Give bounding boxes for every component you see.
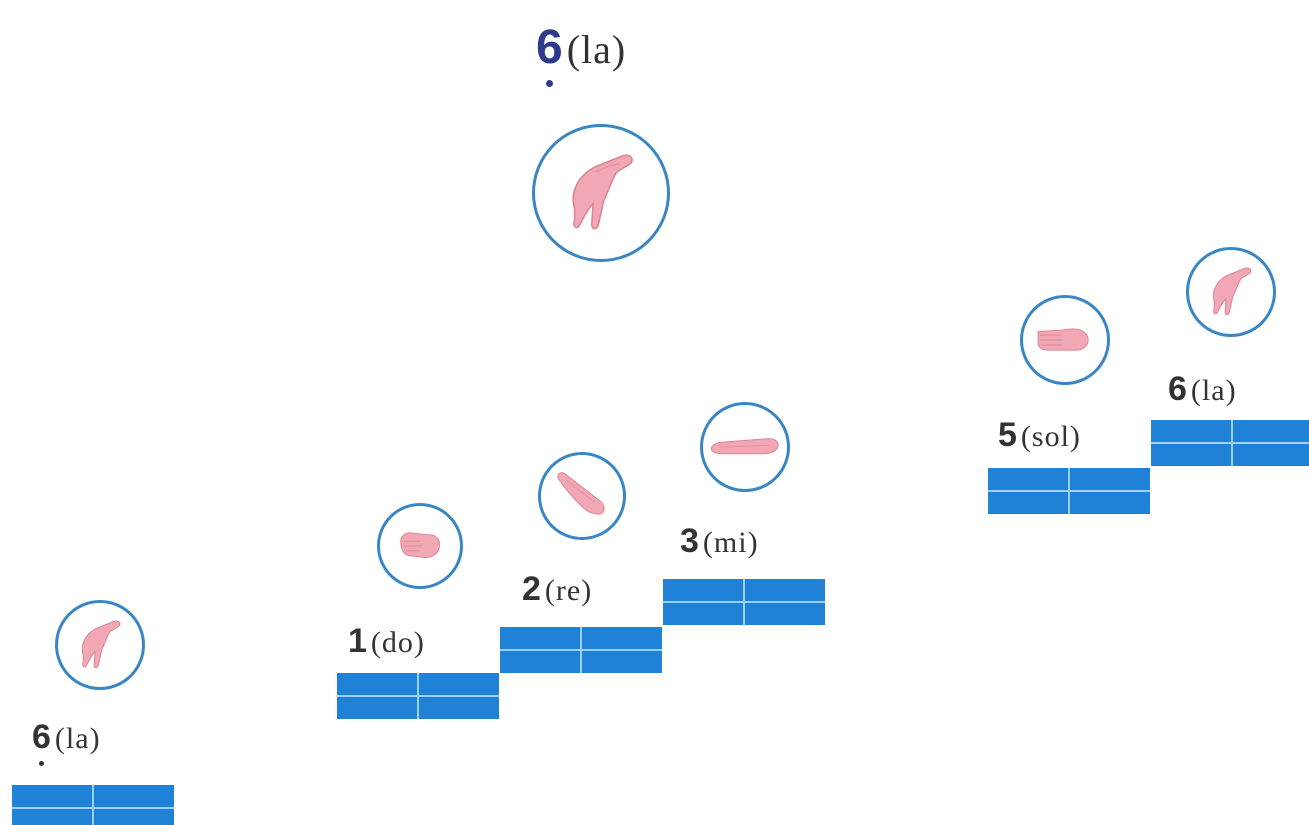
note-label-re: 2(re) [522,570,592,609]
hand-sign-mi-circle [700,402,790,492]
step-re [500,627,662,673]
step-la [1151,420,1309,466]
hand-sign-do-icon [400,532,441,559]
hand-sign-la-icon [572,154,633,230]
hand-sign-la-circle [532,124,670,262]
step-do [337,673,499,719]
note-number: 3 [680,522,699,560]
hand-sign-re-circle [538,452,626,540]
low-octave-dot [38,761,44,766]
hand-sign-la-low-circle [55,600,145,690]
hand-sign-mi-icon [710,438,779,455]
note-label-sol: 5(sol) [998,416,1081,455]
note-number: 6 [1168,370,1187,408]
hand-sign-sol-icon [1037,328,1089,351]
note-number: 5 [998,416,1017,454]
hand-sign-re-icon [557,472,605,515]
note-label-la-low: 6(la) [32,718,101,766]
note-syllable: (la) [566,27,627,72]
hand-sign-la-right-circle [1186,247,1276,337]
note-number: 2 [522,570,541,608]
hand-sign-la-icon [81,620,121,669]
note-label-la: 6(la) [1168,370,1237,409]
note-syllable: (re) [544,574,593,607]
note-label-mi: 3(mi) [680,522,759,561]
note-number: 1 [348,622,367,660]
note-label-do: 1(do) [348,622,425,661]
low-octave-dot [545,80,553,87]
note-syllable: (do) [370,626,425,659]
note-label-la-big: 6(la) [536,20,627,87]
note-syllable: (sol) [1020,420,1081,453]
note-syllable: (la) [1190,374,1237,407]
hand-sign-do-circle [377,503,463,589]
note-number: 6 [536,20,563,87]
note-syllable: (mi) [702,526,759,559]
step-la-low [12,785,174,825]
note-number: 6 [32,718,51,766]
note-syllable: (la) [54,722,101,755]
hand-sign-la-icon [1212,267,1252,316]
step-sol [988,468,1150,514]
step-mi [663,579,825,625]
hand-sign-sol-circle [1020,295,1110,385]
